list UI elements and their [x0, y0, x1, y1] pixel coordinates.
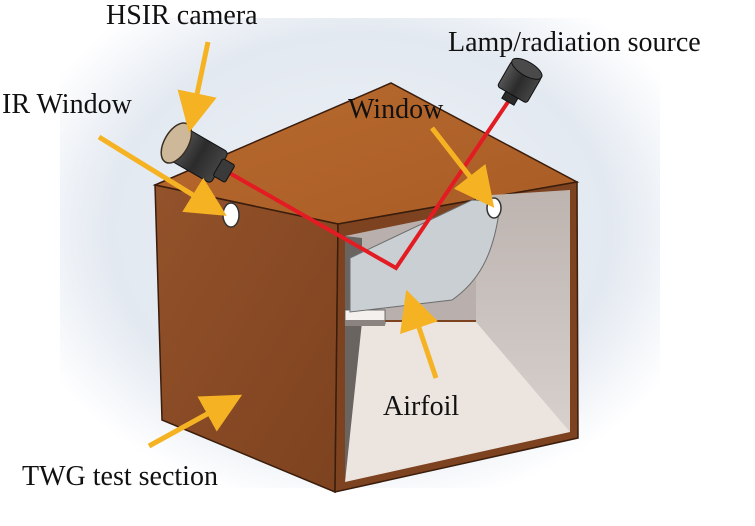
airfoil-mount-shadow [345, 320, 385, 326]
lamp-top [511, 57, 543, 80]
arrow-hsir-camera [177, 41, 217, 133]
radiation-beam [211, 94, 514, 271]
label-airfoil: Airfoil [383, 391, 459, 422]
inner-floor [345, 322, 570, 482]
label-twg: TWG test section [22, 461, 218, 492]
arrow-twg [147, 394, 243, 449]
lamp-nozzle [501, 90, 519, 106]
label-window: Window [348, 94, 444, 125]
arrow-ir-window [97, 134, 227, 216]
label-hsir-camera: HSIR camera [106, 0, 258, 31]
arrow-window [430, 126, 495, 208]
lamp-icon [497, 57, 543, 106]
interior [344, 190, 570, 482]
camera-icon [160, 122, 235, 183]
arrow-icon [97, 41, 495, 449]
label-lamp: Lamp/radiation source [448, 27, 701, 58]
label-ir-window: IR Window [2, 89, 133, 120]
ir-window [222, 202, 240, 228]
back-window [486, 197, 502, 219]
arrow-airfoil [400, 289, 439, 379]
